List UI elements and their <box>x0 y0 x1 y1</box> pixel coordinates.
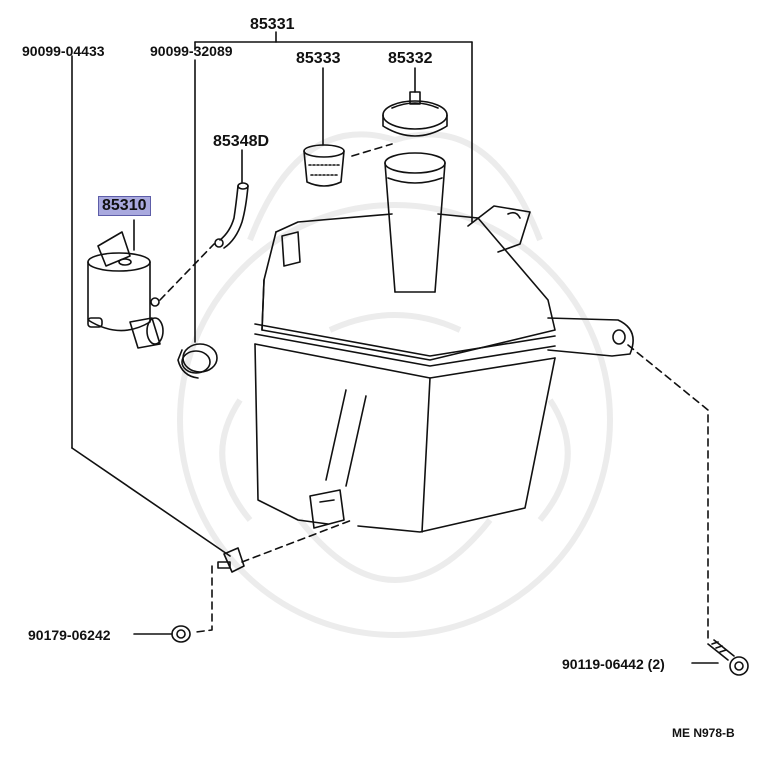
strainer-85333 <box>303 144 345 187</box>
leader-lines <box>71 55 719 664</box>
label-assembly-85331: 85331 <box>250 16 295 33</box>
assembly-bracket-line <box>194 31 473 223</box>
label-strainer-85333: 85333 <box>296 50 341 67</box>
bolt-90119-06442 <box>707 639 749 676</box>
pump-motor-85310 <box>87 231 164 349</box>
label-cap-85332: 85332 <box>388 50 433 67</box>
dashed-paths <box>159 143 709 643</box>
bolt-part-number: 90119-06442 <box>562 656 644 672</box>
label-nut-90179-06242: 90179-06242 <box>28 627 111 643</box>
watermark-emblem <box>177 131 613 638</box>
bolt-quantity: (2) <box>647 656 665 672</box>
cap-85332 <box>382 91 448 137</box>
clip-nut-near-tank <box>217 547 245 573</box>
reservoir-tank <box>254 152 634 533</box>
label-hose-85348D: 85348D <box>213 133 270 150</box>
hose-85348D <box>214 182 249 249</box>
label-bolt-90119-06442: 90119-06442 (2) <box>562 655 665 673</box>
label-pump-motor-85310: 85310 <box>98 196 151 216</box>
label-screw-90099-04433: 90099-04433 <box>22 43 105 59</box>
grommet-90099-32089 <box>177 343 218 379</box>
nut-90179-06242 <box>171 625 191 643</box>
label-grommet-90099-32089: 90099-32089 <box>150 43 233 59</box>
diagram-code: ME N978-B <box>672 726 735 740</box>
